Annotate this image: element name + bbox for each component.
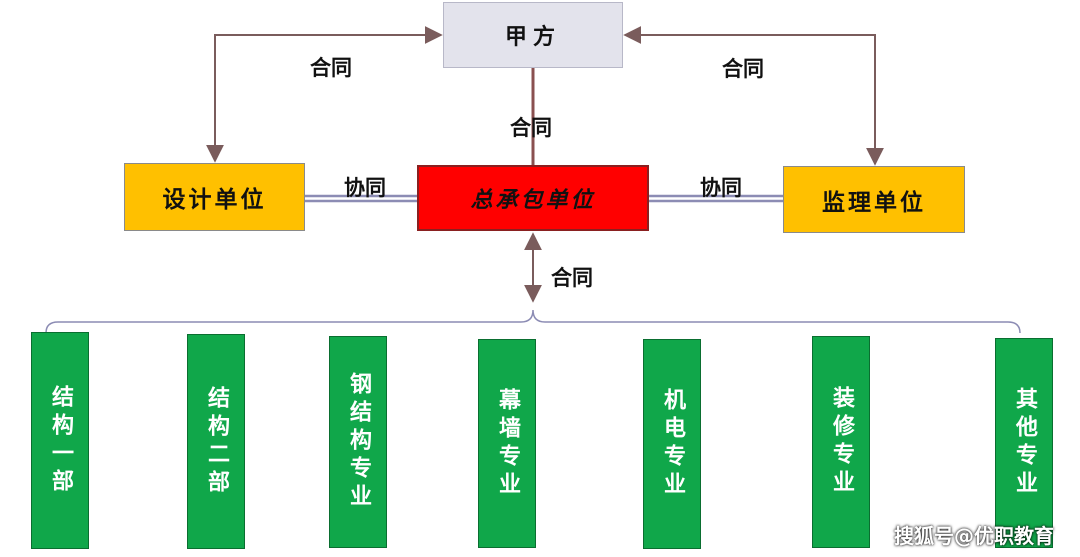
label-client-design: 合同 xyxy=(310,56,352,80)
watermark: 搜狐号@优职教育 xyxy=(894,524,1054,548)
sub-structure-1: 结构一部 xyxy=(31,332,89,549)
label-design-gc: 协同 xyxy=(344,176,386,200)
arrow-client-design xyxy=(206,26,443,163)
arrow-client-supervisor xyxy=(623,26,884,166)
node-client: 甲方 xyxy=(443,2,623,68)
sub-structure-2: 结构二部 xyxy=(187,334,245,549)
label-gc-supervisor: 协同 xyxy=(700,176,742,200)
label-client-gc: 合同 xyxy=(510,116,552,140)
sub-other: 其他专业 xyxy=(995,338,1053,548)
label-gc-subs: 合同 xyxy=(551,266,593,290)
node-general-contractor: 总承包单位 xyxy=(417,165,649,231)
sub-mep: 机电专业 xyxy=(643,339,701,549)
node-supervisor: 监理单位 xyxy=(783,166,965,233)
sub-decoration: 装修专业 xyxy=(812,336,870,548)
node-design-unit: 设计单位 xyxy=(124,163,305,231)
coop-line-design-gc xyxy=(305,194,417,203)
subs-bracket xyxy=(45,309,1021,334)
label-client-supervisor: 合同 xyxy=(722,57,764,81)
sub-curtain-wall: 幕墙专业 xyxy=(478,339,536,548)
coop-line-gc-supervisor xyxy=(649,194,783,203)
sub-steel-structure: 钢结构专业 xyxy=(329,336,387,548)
